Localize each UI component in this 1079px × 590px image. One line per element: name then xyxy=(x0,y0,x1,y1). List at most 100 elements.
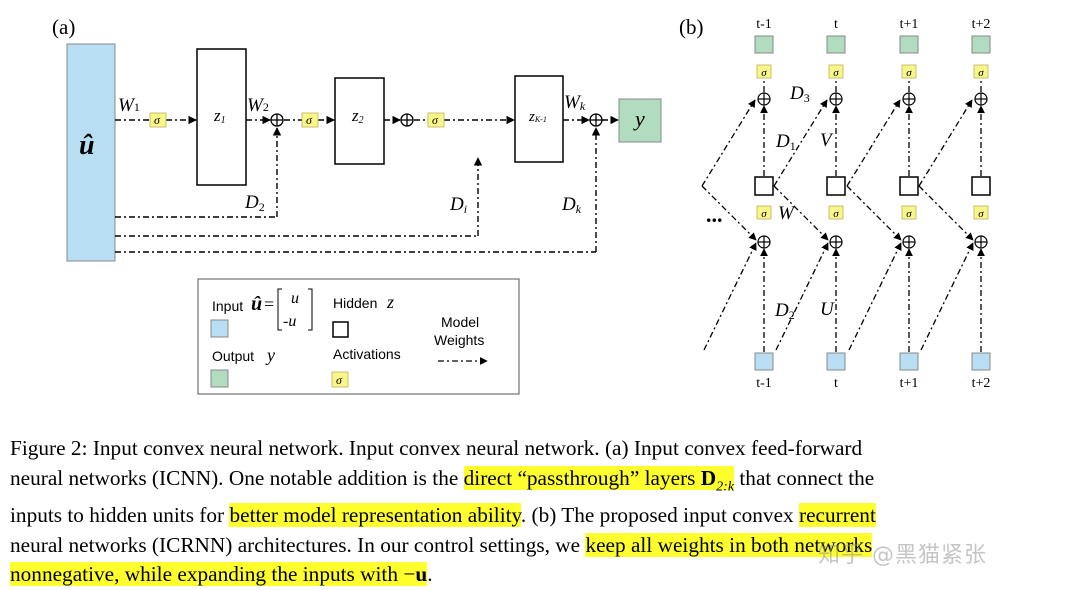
hidden-node xyxy=(971,176,991,196)
legend-weights-label-2: Weights xyxy=(434,332,484,348)
sigma-label: σ xyxy=(906,67,912,79)
svg-text:σ: σ xyxy=(306,113,313,127)
panel-a-label: (a) xyxy=(52,15,75,39)
input-node xyxy=(826,352,846,371)
svg-text:Wk: Wk xyxy=(564,92,586,113)
sigma-label: σ xyxy=(978,208,984,220)
svg-text:zK-1: zK-1 xyxy=(528,109,547,125)
legend-weights-label-1: Model xyxy=(441,314,479,330)
svg-text:Di: Di xyxy=(449,194,467,216)
legend-input-label: Input xyxy=(212,298,243,314)
legend-input-neg-u: -u xyxy=(283,313,296,330)
recurrent-diag-up xyxy=(846,99,901,187)
highlight-weights: keep all weights in both networks xyxy=(585,532,873,557)
svg-text:Dk: Dk xyxy=(561,194,582,216)
recurrent-diag-down xyxy=(918,185,974,241)
input-diag xyxy=(703,242,757,351)
svg-text:z1: z1 xyxy=(213,106,226,126)
highlight-representation: better model representation ability xyxy=(229,503,521,528)
svg-text:D2: D2 xyxy=(774,300,795,322)
legend-hidden-z: z xyxy=(386,292,394,312)
sigma-label: σ xyxy=(833,208,839,220)
input-diag xyxy=(920,242,974,351)
sigma-box xyxy=(973,64,989,79)
input-node xyxy=(971,352,991,371)
d2-label: D xyxy=(244,192,259,213)
wk-label: W xyxy=(564,92,582,113)
hidden-node xyxy=(826,176,846,196)
hidden-z1-block xyxy=(196,48,247,186)
hidden-z2-block xyxy=(334,77,385,165)
sigma-box xyxy=(756,64,772,79)
legend-input-swatch xyxy=(210,319,229,338)
zk-label: z xyxy=(528,109,535,125)
time-label-top: t+2 xyxy=(972,17,991,32)
sigma-box xyxy=(901,205,917,220)
caption-line-2: neural networks (ICNN). One notable addi… xyxy=(10,465,875,494)
svg-text:D3: D3 xyxy=(789,83,810,105)
recurrent-diag-down xyxy=(846,185,902,241)
recurrent-diag-up xyxy=(701,99,756,187)
svg-text:σ: σ xyxy=(154,113,161,127)
u-label: U xyxy=(820,299,835,320)
svg-text:σ: σ xyxy=(432,113,439,127)
output-node xyxy=(971,35,991,54)
sigma-box xyxy=(828,205,844,220)
z2-sub: 2 xyxy=(359,115,364,126)
svg-text:z2: z2 xyxy=(351,106,364,126)
highlight-nonnegative: nonnegative, while expanding the inputs … xyxy=(10,562,428,587)
input-diag xyxy=(775,242,829,351)
recurrent-diag-up xyxy=(773,99,828,187)
sigma-box xyxy=(828,64,844,79)
hidden-node xyxy=(899,176,919,196)
input-diag xyxy=(848,242,902,351)
input-node xyxy=(899,352,919,371)
sigma-box xyxy=(901,64,917,79)
legend-input-eq: = xyxy=(264,294,274,314)
z2-label: z xyxy=(351,106,359,125)
legend-output-swatch xyxy=(210,369,229,388)
svg-text:W1: W1 xyxy=(118,95,140,116)
legend-output-label: Output xyxy=(212,348,254,364)
di-label: D xyxy=(449,194,464,215)
output-node xyxy=(899,35,919,54)
legend: Input û = u -u Output y Hidden z Activat… xyxy=(197,278,520,395)
panel-b-label: (b) xyxy=(679,15,704,39)
w-label: W xyxy=(778,203,796,224)
panel-a: (a) û z1 z2 zK-1 y xyxy=(52,15,662,262)
hidden-zk-block xyxy=(514,75,564,163)
w1-label: W xyxy=(118,95,136,116)
time-label-bottom: t-1 xyxy=(756,376,772,391)
zhihu-watermark: 知乎 @黑猫紧张 xyxy=(818,543,987,568)
caption-line-5: nonnegative, while expanding the inputs … xyxy=(10,562,433,587)
legend-output-y: y xyxy=(265,345,275,365)
legend-hidden-swatch xyxy=(332,321,349,338)
legend-sigma-swatch xyxy=(331,371,349,388)
d3-label: D xyxy=(789,83,804,104)
input-node xyxy=(754,352,774,371)
z1-label: z xyxy=(213,106,221,125)
svg-text:W2: W2 xyxy=(247,95,269,116)
recurrent-diag-up xyxy=(918,99,973,187)
svg-text:D1: D1 xyxy=(775,131,796,153)
continuation-dots: ... xyxy=(706,202,723,227)
time-label-top: t+1 xyxy=(900,17,919,32)
output-y-label: y xyxy=(633,106,645,131)
sigma-box xyxy=(756,205,772,220)
d1-label: D xyxy=(775,131,790,152)
dk-label: D xyxy=(561,194,576,215)
time-label-bottom: t+1 xyxy=(900,376,919,391)
time-label-top: t-1 xyxy=(756,17,772,32)
legend-input-u: u xyxy=(291,290,299,307)
legend-hidden-label: Hidden xyxy=(333,295,377,311)
caption-line-3: inputs to hidden units for better model … xyxy=(10,503,876,528)
output-node xyxy=(754,35,774,54)
time-label-top: t xyxy=(834,17,838,32)
svg-text:D2: D2 xyxy=(244,192,265,214)
sigma-label: σ xyxy=(978,67,984,79)
highlight-passthrough: direct “passthrough” layers D2:k xyxy=(463,465,735,494)
caption-line-4: neural networks (ICRNN) architectures. I… xyxy=(10,532,873,557)
zk-sub: K-1 xyxy=(534,115,547,124)
legend-activations-label: Activations xyxy=(333,346,401,362)
